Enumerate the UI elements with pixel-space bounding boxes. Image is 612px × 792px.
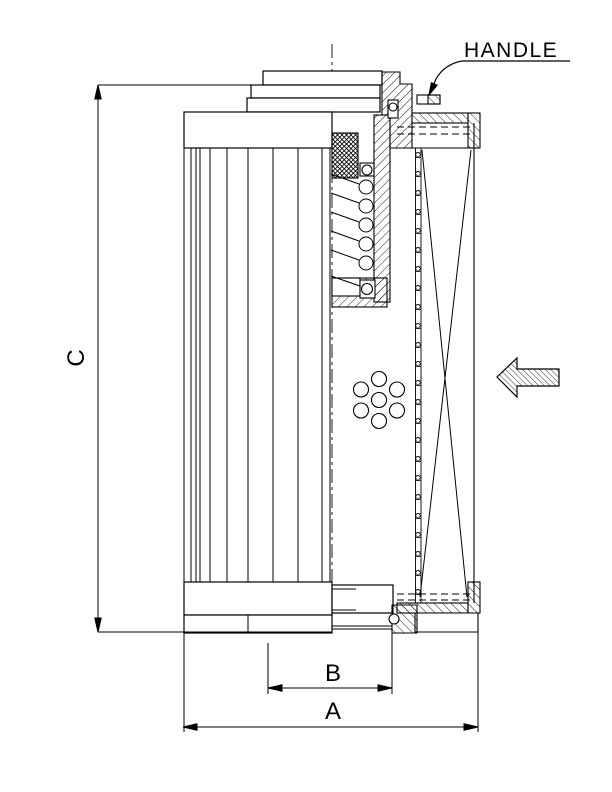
bottom-flange	[414, 612, 479, 633]
dim-b-arrow-left	[267, 684, 283, 692]
cap-step-3	[246, 97, 381, 113]
dim-b-label: B	[325, 660, 341, 687]
dimension-b: B	[267, 633, 393, 694]
handle-leader-arrow	[428, 82, 438, 97]
housing-column-hatched	[373, 114, 391, 303]
bottom-end-cap-right	[331, 584, 394, 614]
detent-ball	[388, 102, 398, 112]
support-mesh-diagonals	[419, 149, 472, 598]
dim-c-arrow-top	[94, 84, 102, 100]
bottom-oring	[388, 613, 400, 625]
handle-callout: HANDLE	[428, 39, 570, 97]
spring-coils	[330, 173, 374, 287]
mesh-strip	[415, 147, 422, 604]
handle-leader-line	[430, 60, 463, 92]
seal-crosshatched	[331, 132, 359, 179]
pleated-media	[183, 147, 331, 583]
bottom-band	[183, 614, 333, 634]
spring-upper-end	[361, 164, 373, 176]
dim-c-arrow-bottom	[94, 617, 102, 633]
handle-label: HANDLE	[464, 39, 558, 62]
dimension-c: C	[63, 84, 332, 633]
bypass-valve-assembly	[330, 71, 413, 308]
inner-filter-element	[183, 70, 394, 634]
flow-direction-arrow	[496, 356, 560, 399]
cap-step-1	[262, 70, 383, 86]
dim-a-arrow-right	[463, 723, 479, 731]
dimension-a: A	[182, 613, 479, 732]
top-cap-band	[411, 112, 469, 124]
handle-tab-hatched	[427, 94, 441, 105]
outer-element-shell	[388, 94, 481, 634]
dim-a-arrow-left	[182, 723, 198, 731]
spring-lower-end	[360, 282, 374, 296]
dim-b-arrow-right	[377, 684, 393, 692]
cap-step-2	[250, 84, 381, 99]
dim-a-label: A	[325, 698, 341, 725]
bottom-end-cap	[183, 581, 333, 616]
top-end-cap	[183, 111, 333, 149]
bottom-corner-block	[467, 581, 481, 614]
perforation-holes	[352, 370, 406, 430]
dim-c-label: C	[63, 349, 90, 366]
